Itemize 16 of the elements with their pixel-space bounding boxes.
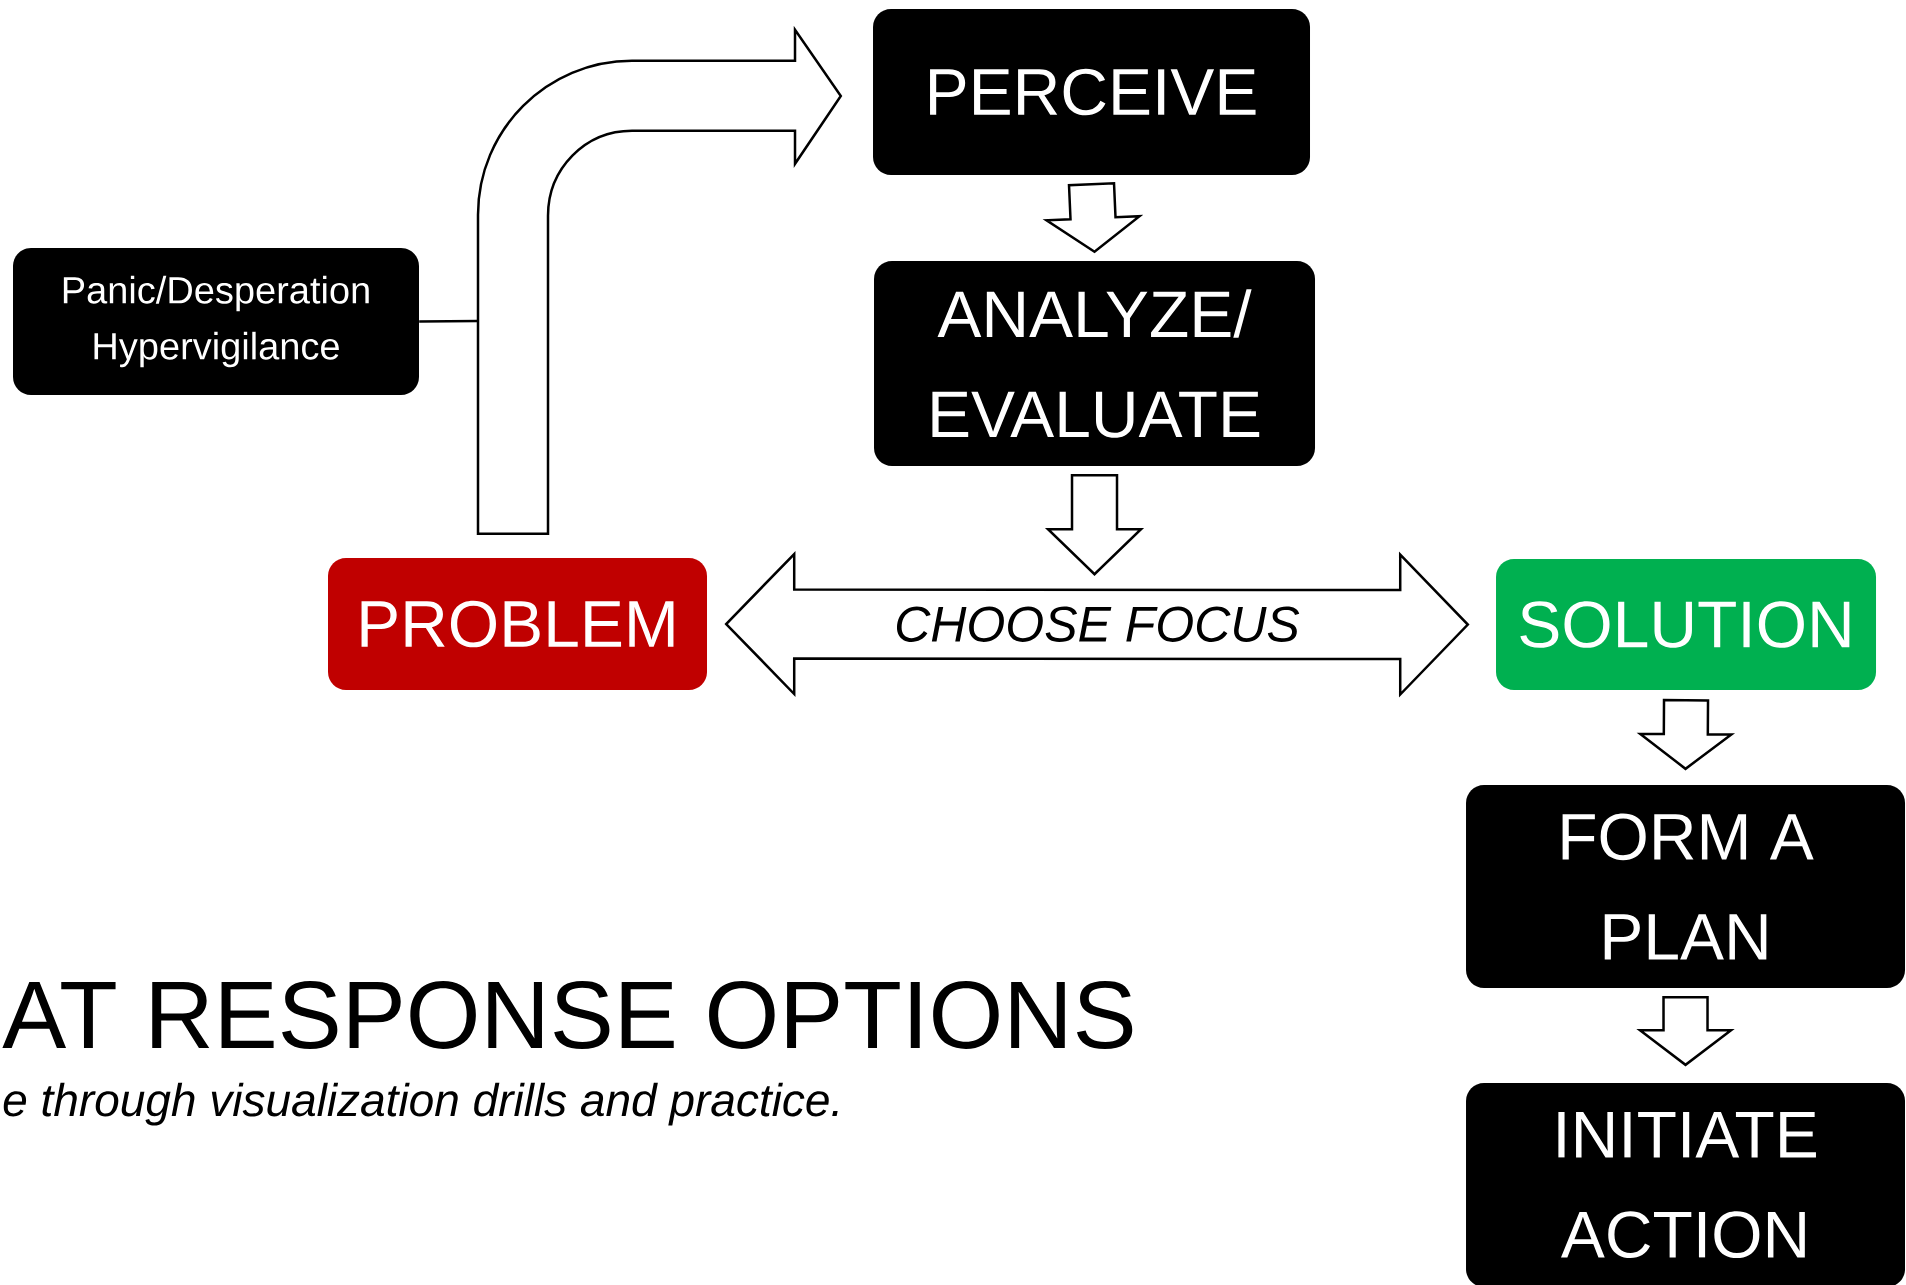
process-box: PERCEIVE [873, 9, 1310, 175]
block-arrow [1636, 698, 1736, 771]
block-arrow [1042, 181, 1144, 254]
block-arrow [1636, 995, 1735, 1067]
subtitle: e through visualization drills and practice. [3, 1082, 838, 1126]
edge-label: CHOOSE FOCUS [892, 604, 1302, 644]
process-box: ANALYZE/ EVALUATE [874, 261, 1315, 466]
title: AT RESPONSE OPTIONS [2, 981, 1133, 1049]
bent-block-arrow [476, 28, 843, 536]
leader-line [419, 319, 479, 323]
process-box: INITIATE ACTION [1466, 1083, 1905, 1285]
solution-box: SOLUTION [1496, 559, 1876, 690]
block-arrow [1044, 473, 1145, 576]
problem-box: PROBLEM [328, 558, 707, 690]
process-box: FORM A PLAN [1466, 785, 1905, 988]
state-box: Panic/Desperation Hypervigilance [13, 248, 419, 395]
